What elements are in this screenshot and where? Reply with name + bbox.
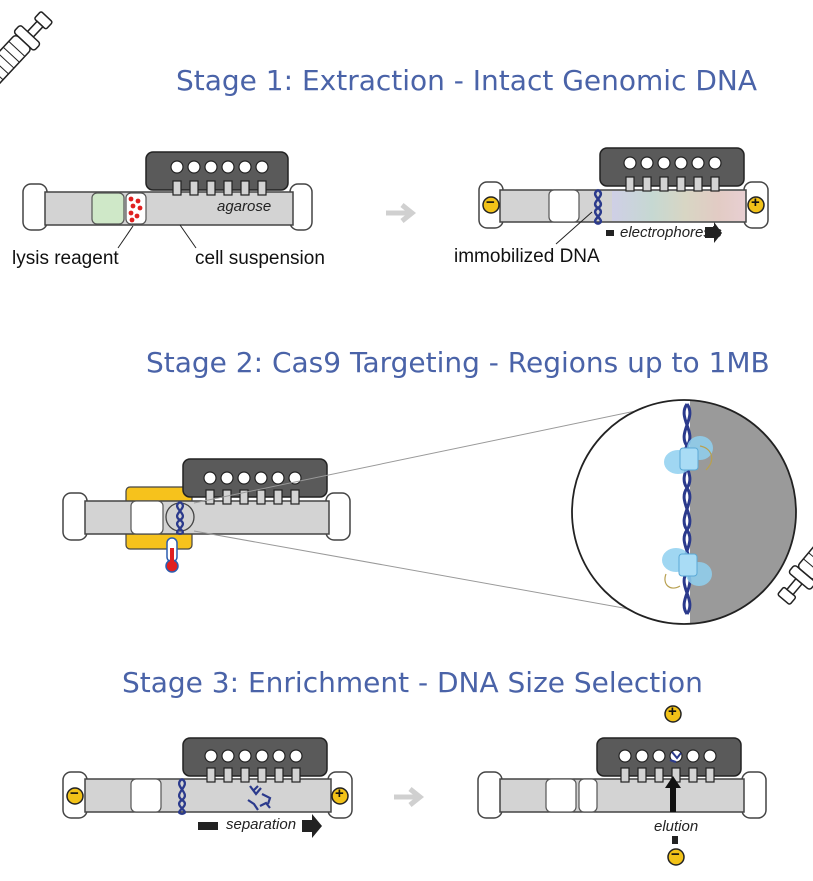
cells-dots bbox=[128, 196, 143, 223]
end-cap bbox=[62, 492, 88, 541]
arrow-right-icon bbox=[394, 787, 425, 807]
plus-sign: + bbox=[668, 703, 677, 720]
thermometer-icon bbox=[165, 537, 179, 573]
minus-sign: − bbox=[486, 194, 495, 211]
negative-electrode bbox=[667, 848, 685, 866]
arrow-right-icon bbox=[386, 203, 417, 223]
well bbox=[130, 778, 162, 813]
pipette-icon bbox=[777, 519, 813, 605]
gel-strip bbox=[44, 191, 294, 226]
cell-suspension-label: cell suspension bbox=[195, 248, 325, 269]
comb bbox=[182, 737, 328, 777]
dna-fragments bbox=[669, 751, 682, 763]
end-cap bbox=[22, 183, 48, 231]
stage3-left-device bbox=[62, 737, 353, 838]
end-cap bbox=[741, 771, 767, 819]
electrophoresis-label: electrophoresis bbox=[620, 224, 722, 241]
negative-electrode bbox=[66, 787, 84, 805]
stage1-left-device bbox=[22, 151, 313, 249]
zoom-line bbox=[193, 407, 651, 504]
cas9-icon bbox=[664, 436, 713, 474]
dna-fragments bbox=[247, 785, 272, 811]
immobilized-dna-label: immobilized DNA bbox=[454, 246, 600, 267]
comb bbox=[599, 147, 745, 187]
plus-sign: + bbox=[751, 194, 760, 211]
comb bbox=[596, 737, 742, 777]
arrow-right-icon bbox=[705, 222, 722, 243]
stage3-right-device bbox=[477, 705, 767, 866]
zoom-line bbox=[193, 530, 647, 613]
arrow-right-icon bbox=[302, 814, 322, 838]
well bbox=[548, 189, 580, 223]
agarose-label: agarose bbox=[217, 198, 272, 215]
elution-label: elution bbox=[654, 818, 699, 835]
negative-electrode bbox=[482, 196, 500, 214]
minus-sign: − bbox=[70, 785, 79, 802]
separation-label: separation bbox=[226, 816, 297, 833]
zoom-circle bbox=[571, 399, 797, 625]
gel-strip bbox=[499, 778, 745, 813]
lysis-reagent-label: lysis reagent bbox=[12, 248, 119, 269]
minus-sign: − bbox=[671, 846, 680, 863]
pipette-icon bbox=[0, 11, 53, 94]
stage2-device bbox=[62, 458, 351, 573]
separated-smear bbox=[612, 191, 745, 221]
gel-strip bbox=[84, 500, 330, 535]
well bbox=[130, 500, 164, 535]
well bbox=[578, 778, 598, 813]
well bbox=[545, 778, 577, 813]
cell-well bbox=[125, 192, 147, 225]
plus-sign: + bbox=[335, 785, 344, 802]
stage1-title: Stage 1: Extraction - Intact Genomic DNA bbox=[176, 64, 758, 97]
positive-electrode bbox=[747, 196, 765, 214]
positive-electrode bbox=[664, 705, 682, 723]
positive-electrode bbox=[331, 787, 349, 805]
gel-strip bbox=[84, 778, 332, 813]
stage1-right-device bbox=[478, 147, 769, 245]
end-cap bbox=[477, 771, 503, 819]
cas9-icon bbox=[662, 548, 712, 589]
lysis-well bbox=[91, 192, 125, 225]
stage3-title: Stage 3: Enrichment - DNA Size Selection bbox=[122, 666, 703, 699]
stage2-title: Stage 2: Cas9 Targeting - Regions up to … bbox=[146, 346, 770, 379]
